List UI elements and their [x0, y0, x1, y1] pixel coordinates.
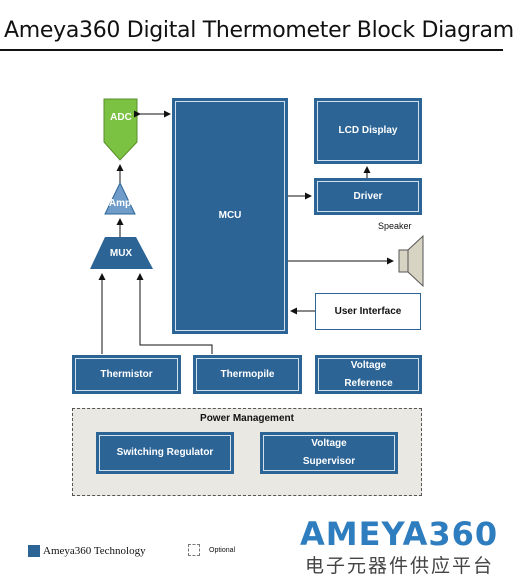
- adc-label: ADC: [110, 112, 132, 123]
- legend-technology-label: Ameya360 Technology: [43, 545, 146, 557]
- thermistor-label: Thermistor: [100, 368, 153, 380]
- speaker-icon: [398, 234, 424, 288]
- legend-optional-swatch: [188, 544, 200, 556]
- speaker-label: Speaker: [378, 221, 412, 231]
- voltage-supervisor-label-2: Supervisor: [302, 456, 356, 467]
- mux-shape: [90, 237, 153, 269]
- lcd-display-label: LCD Display: [338, 125, 398, 136]
- lcd-display-block: LCD Display: [314, 98, 422, 164]
- voltage-supervisor-label-1: Voltage: [311, 438, 347, 449]
- thermopile-block: Thermopile: [193, 355, 302, 394]
- user-interface-block: User Interface: [315, 293, 421, 330]
- mcu-label: MCU: [218, 210, 242, 221]
- switching-regulator-label: Switching Regulator: [116, 447, 214, 458]
- power-management-label: Power Management: [200, 413, 294, 424]
- thermopile-mux-arrow: [136, 273, 213, 354]
- thermistor-block: Thermistor: [72, 355, 181, 394]
- brand-logo: AMEYA360: [300, 515, 499, 553]
- voltage-supervisor-block: Voltage Supervisor: [260, 432, 398, 474]
- switching-regulator-block: Switching Regulator: [96, 432, 234, 474]
- voltage-reference-block: Voltage Reference: [315, 355, 422, 394]
- voltage-reference-label-1: Voltage: [350, 359, 387, 371]
- thermopile-label: Thermopile: [220, 368, 275, 380]
- voltage-reference-label-2: Reference: [344, 377, 393, 389]
- diagram-title: Ameya360 Digital Thermometer Block Diagr…: [4, 18, 514, 43]
- brand-subtitle: 电子元器件供应平台: [305, 555, 495, 577]
- driver-label: Driver: [353, 190, 383, 202]
- amp-label: Amp: [108, 198, 132, 209]
- legend-optional-label: Optional: [209, 547, 236, 554]
- legend-technology-swatch: [28, 545, 40, 557]
- mcu-block: MCU: [172, 98, 288, 334]
- title-rule: [0, 49, 503, 51]
- user-interface-label: User Interface: [334, 305, 402, 317]
- adc-shape: [103, 98, 138, 161]
- driver-block: Driver: [314, 178, 422, 215]
- mux-label: MUX: [109, 248, 133, 259]
- amp-shape: [104, 181, 136, 215]
